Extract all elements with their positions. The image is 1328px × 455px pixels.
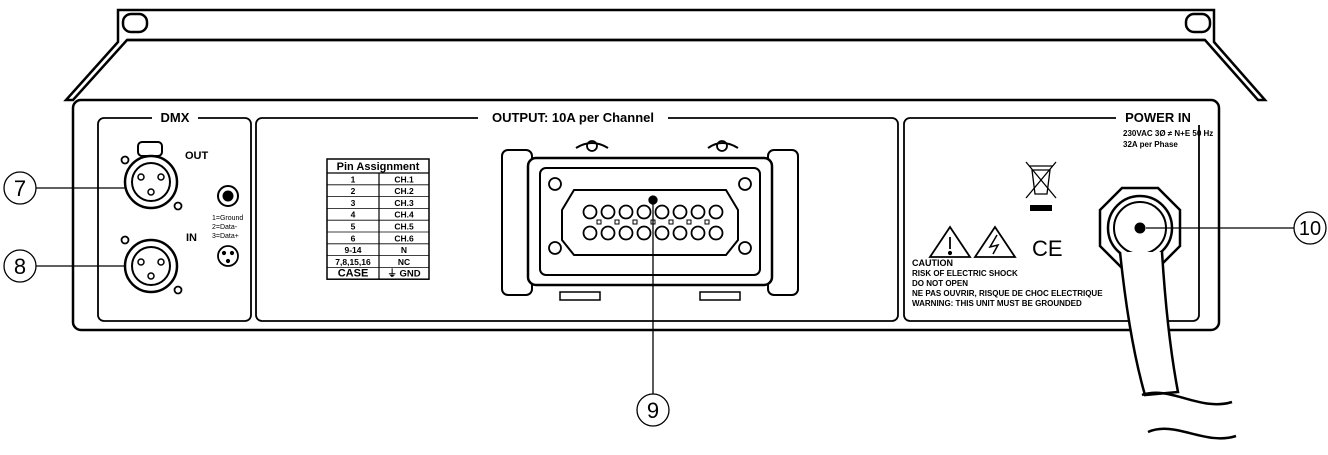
connector-pin bbox=[636, 204, 652, 220]
pin-table-cell: 3 bbox=[351, 198, 356, 208]
multipin-output-connector[interactable] bbox=[501, 140, 799, 301]
pin-table-cell: 9-14 bbox=[344, 245, 361, 255]
callout-9 bbox=[636, 195, 670, 427]
connector-pin bbox=[690, 204, 706, 220]
dmx-section-title: DMX bbox=[161, 110, 190, 125]
connector-pin bbox=[600, 225, 616, 241]
dmx-section: DMX OUT IN bbox=[97, 110, 252, 322]
warning-line: NE PAS OUVRIR, RISQUE DE CHOC ELECTRIQUE bbox=[912, 289, 1103, 298]
pin-table-cell: 2 bbox=[351, 186, 356, 196]
connector-pin bbox=[582, 204, 598, 220]
connector-pin bbox=[654, 225, 670, 241]
pin-table-cell: CH.1 bbox=[394, 174, 414, 184]
crossed-out-bin-icon bbox=[1025, 161, 1057, 211]
pin-table-cell: 4 bbox=[351, 210, 356, 220]
callout-7 bbox=[3, 171, 125, 205]
callout-10 bbox=[1146, 211, 1327, 245]
pin-table-cell: CH.5 bbox=[394, 222, 414, 232]
connector-pin bbox=[672, 204, 688, 220]
connector-pin bbox=[708, 225, 724, 241]
warning-line: RISK OF ELECTRIC SHOCK bbox=[912, 269, 1018, 278]
pin-table-cell: 5 bbox=[351, 222, 356, 232]
pin-table-cell: CH.4 bbox=[394, 210, 414, 220]
pin-table-cell: 7,8,15,16 bbox=[335, 257, 371, 267]
connector-pin bbox=[708, 204, 724, 220]
ce-mark: CE bbox=[1032, 236, 1063, 261]
connector-pin-marker bbox=[596, 219, 602, 225]
pinout-1: 1=Ground bbox=[212, 215, 243, 222]
connector-pin bbox=[636, 225, 652, 241]
pin-table-cell: ⏚ GND bbox=[387, 269, 420, 280]
pin-table-cell: CH.6 bbox=[394, 233, 414, 243]
pin-table-cell: CH.2 bbox=[394, 186, 414, 196]
connector-pin-marker bbox=[686, 219, 692, 225]
dmx-out-label: OUT bbox=[185, 150, 209, 162]
pin-table-cell: N bbox=[401, 245, 407, 255]
pinout-2: 2=Data- bbox=[212, 224, 238, 231]
warning-line: DO NOT OPEN bbox=[912, 279, 968, 288]
connector-pin bbox=[618, 225, 634, 241]
warning-line: CAUTION bbox=[912, 258, 953, 268]
connector-pin bbox=[618, 204, 634, 220]
connector-pin-marker bbox=[614, 219, 620, 225]
power-cable bbox=[1118, 251, 1237, 440]
housing-top bbox=[63, 8, 1268, 102]
power-spec-line1: 230VAC 3Ø ≠ N+E 50 Hz bbox=[1123, 129, 1213, 138]
callout-8 bbox=[3, 249, 125, 283]
callout-7-label: 7 bbox=[14, 176, 26, 201]
dmx-in-label: IN bbox=[186, 232, 197, 244]
warning-triangle-icon bbox=[928, 225, 972, 258]
callout-10-label: 10 bbox=[1299, 218, 1321, 240]
pin-table-cell: CASE bbox=[338, 268, 369, 280]
pin-table-title: Pin Assignment bbox=[337, 161, 420, 173]
connector-pin-marker bbox=[704, 219, 710, 225]
electric-shock-icon bbox=[973, 225, 1017, 258]
callout-8-label: 8 bbox=[14, 254, 26, 279]
pin-table-cell: 6 bbox=[351, 233, 356, 243]
connector-pin-marker bbox=[632, 219, 638, 225]
pin-table-cell: 1 bbox=[351, 174, 356, 184]
power-section: POWER IN 230VAC 3Ø ≠ N+E 50 Hz 32A per P… bbox=[903, 110, 1213, 322]
connector-pin bbox=[690, 225, 706, 241]
connector-pin-marker bbox=[668, 219, 674, 225]
power-spec-line2: 32A per Phase bbox=[1123, 140, 1178, 149]
callout-9-label: 9 bbox=[647, 398, 659, 423]
output-section-title: OUTPUT: 10A per Channel bbox=[492, 110, 654, 125]
connector-pin bbox=[600, 204, 616, 220]
power-section-title: POWER IN bbox=[1125, 110, 1191, 125]
connector-pin bbox=[672, 225, 688, 241]
connector-pin bbox=[582, 225, 598, 241]
pin-table-cell: CH.3 bbox=[394, 198, 414, 208]
warning-line: WARNING: THIS UNIT MUST BE GROUNDED bbox=[912, 299, 1082, 308]
xlr-pinout-icon bbox=[217, 185, 239, 267]
dmx-out-connector[interactable] bbox=[120, 141, 183, 211]
pinout-3: 3=Data+ bbox=[212, 233, 239, 240]
pin-table-cell: NC bbox=[398, 257, 410, 267]
connector-pin bbox=[654, 204, 670, 220]
